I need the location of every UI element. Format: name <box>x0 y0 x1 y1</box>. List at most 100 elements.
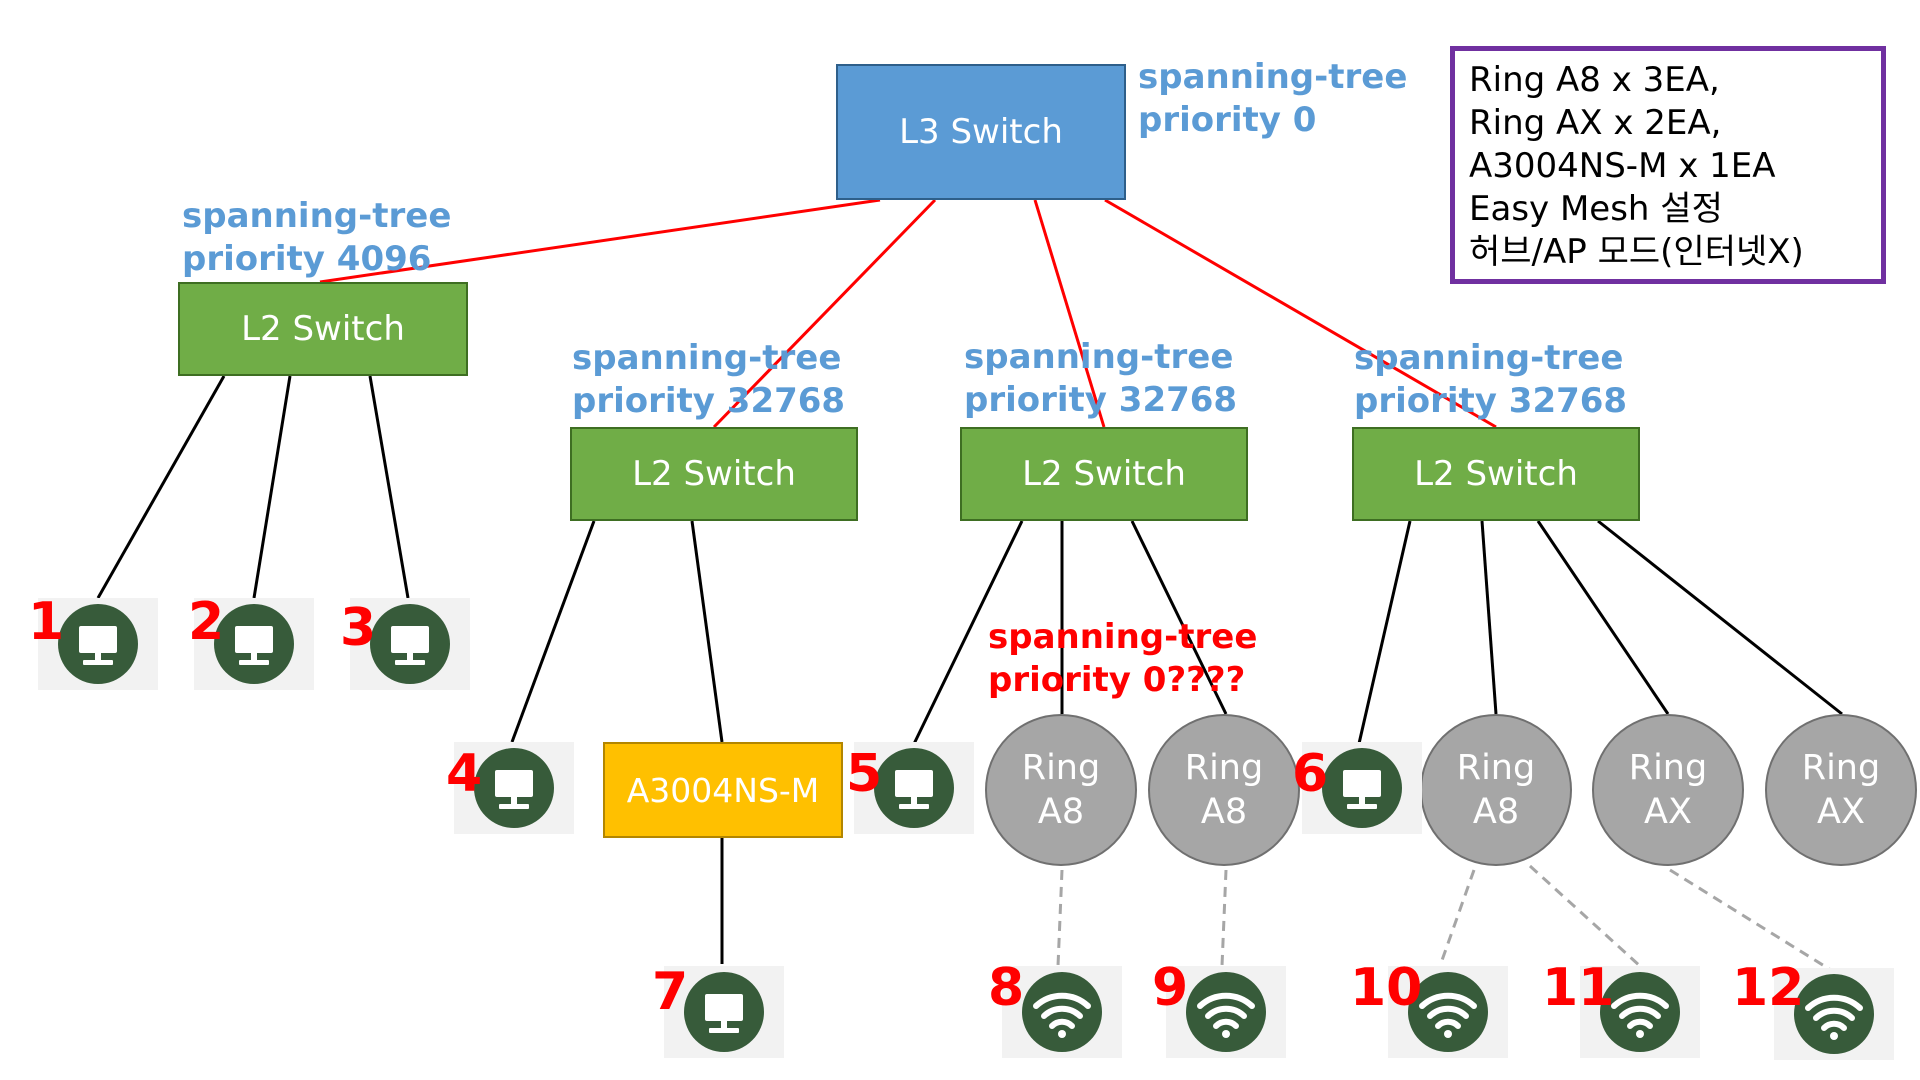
device-number-6: 6 <box>1292 744 1329 804</box>
monitor-icon <box>705 994 743 1033</box>
monitor-icon <box>79 626 117 665</box>
wifi-client-12 <box>1774 968 1894 1060</box>
wireless-link-9 <box>1220 869 1228 967</box>
stp-line-2: priority 0???? <box>988 660 1246 700</box>
stp-line-1: spanning-tree <box>572 338 842 378</box>
pc-device-3 <box>350 598 470 690</box>
wireless-link-10 <box>1438 869 1476 967</box>
ring-line-1: Ring <box>1021 748 1101 788</box>
monitor-icon <box>391 626 429 665</box>
link-ring-3 <box>1480 520 1498 715</box>
legend-box: Ring A8 x 3EA, Ring AX x 2EA, A3004NS-M … <box>1450 46 1886 284</box>
device-number-2: 2 <box>188 592 225 652</box>
wifi-client-9 <box>1166 966 1286 1058</box>
wifi-icon <box>1805 994 1863 1040</box>
pc-device-4 <box>454 742 574 834</box>
wireless-link-11 <box>1528 864 1642 968</box>
ring-line-1: Ring <box>1628 748 1708 788</box>
stp-line-2: priority 0 <box>1138 100 1317 140</box>
wifi-client-8 <box>1002 966 1122 1058</box>
stp-line-2: priority 32768 <box>1354 381 1628 421</box>
ring-line-1: Ring <box>1456 748 1536 788</box>
stp-line-2: priority 32768 <box>964 380 1238 420</box>
l2-switch-1: L2 Switch <box>178 282 468 376</box>
monitor-icon <box>235 626 273 665</box>
monitor-icon <box>1343 770 1381 809</box>
device-number-8: 8 <box>988 958 1025 1018</box>
pc-device-2 <box>194 598 314 690</box>
uplink-l2-2 <box>712 198 937 429</box>
monitor-icon <box>495 770 533 809</box>
legend-line: Ring AX x 2EA, <box>1469 103 1722 143</box>
link-ring-2 <box>1130 520 1228 715</box>
l2-switch-2: L2 Switch <box>570 427 858 521</box>
link-ring-5 <box>1597 519 1843 716</box>
ring-line-2: A8 <box>1200 792 1248 832</box>
uplink-l2-4 <box>1104 198 1497 429</box>
ring-line-2: AX <box>1644 792 1692 832</box>
wifi-client-10 <box>1388 966 1508 1058</box>
device-number-12: 12 <box>1732 958 1805 1018</box>
stp-line-1: spanning-tree <box>182 196 452 236</box>
wireless-link-8 <box>1056 869 1064 967</box>
device-number-5: 5 <box>846 744 883 804</box>
stp-line-1: spanning-tree <box>1138 57 1408 97</box>
wifi-icon <box>1197 992 1255 1038</box>
device-number-3: 3 <box>340 598 377 658</box>
uplink-l2-1 <box>319 198 881 284</box>
device-number-9: 9 <box>1152 958 1189 1018</box>
wifi-icon <box>1419 992 1477 1038</box>
link-a3004 <box>690 520 724 743</box>
ring-line-2: A8 <box>1472 792 1520 832</box>
link-ring-4 <box>1536 520 1670 715</box>
ring-line-2: A8 <box>1037 792 1085 832</box>
ring-line-2: AX <box>1817 792 1865 832</box>
legend-line: Easy Mesh 설정 <box>1469 189 1723 229</box>
wifi-icon <box>1611 992 1669 1038</box>
device-number-4: 4 <box>446 744 483 804</box>
pc-device-1 <box>38 598 158 690</box>
monitor-icon <box>895 770 933 809</box>
stp-line-1: spanning-tree <box>964 337 1234 377</box>
link-pc-1 <box>96 375 226 599</box>
stp-line-1: spanning-tree <box>988 617 1258 657</box>
uplink-l2-3 <box>1033 199 1106 428</box>
stp-line-2: priority 4096 <box>182 239 432 279</box>
link-pc-3 <box>368 375 410 599</box>
a3004ns-m-router: A3004NS-M <box>603 742 843 838</box>
pc-device-7 <box>664 966 784 1058</box>
legend-line: 허브/AP 모드(인터넷X) <box>1469 232 1804 272</box>
device-number-7: 7 <box>652 962 689 1022</box>
device-number-1: 1 <box>28 592 65 652</box>
ring-line-1: Ring <box>1801 748 1881 788</box>
link-pc-6 <box>1356 520 1412 749</box>
l2-switch-3: L2 Switch <box>960 427 1248 521</box>
link-pc-5 <box>910 520 1024 749</box>
wireless-link-12 <box>1669 868 1835 974</box>
wifi-icon <box>1033 992 1091 1038</box>
link-pc-4 <box>510 520 596 743</box>
stp-line-2: priority 32768 <box>572 381 846 421</box>
device-number-10: 10 <box>1350 958 1423 1018</box>
wifi-client-11 <box>1580 966 1700 1058</box>
ring-line-1: Ring <box>1184 748 1264 788</box>
l3-switch: L3 Switch <box>836 64 1126 200</box>
l2-switch-4: L2 Switch <box>1352 427 1640 521</box>
pc-device-5 <box>854 742 974 834</box>
link-pc-2 <box>252 375 292 599</box>
legend-line: A3004NS-M x 1EA <box>1469 146 1776 186</box>
stp-line-1: spanning-tree <box>1354 338 1624 378</box>
pc-device-6 <box>1302 742 1422 834</box>
